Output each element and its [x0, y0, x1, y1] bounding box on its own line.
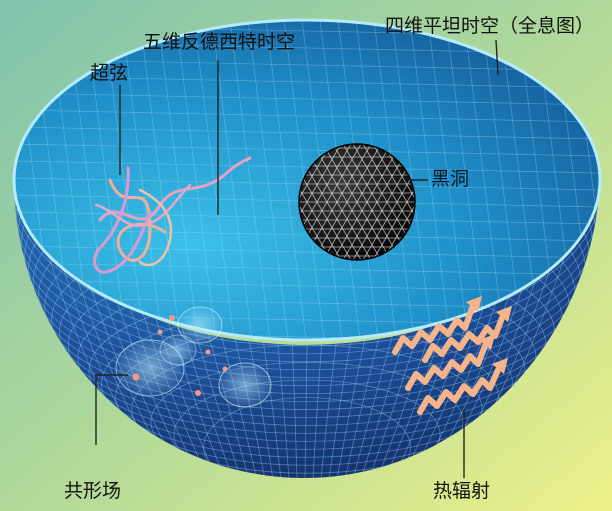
label-superstring: 超弦	[90, 62, 129, 84]
leader-lines	[95, 39, 499, 478]
label-black-hole: 黑洞	[431, 168, 470, 190]
conformal-field-bubble-icon	[115, 306, 272, 408]
leader-cft	[95, 374, 128, 445]
heat-wave-arrow-icon	[392, 296, 512, 415]
label-heat-radiation: 热辐射	[433, 480, 491, 502]
label-ads-spacetime: 五维反德西特时空	[143, 31, 296, 53]
label-boundary-hologram: 四维平坦时空（全息图）	[385, 15, 595, 37]
label-conformal-field: 共形场	[64, 480, 122, 502]
leader-boundary	[495, 39, 499, 76]
superstring-icon	[93, 156, 252, 274]
boundary-rim	[12, 18, 602, 342]
